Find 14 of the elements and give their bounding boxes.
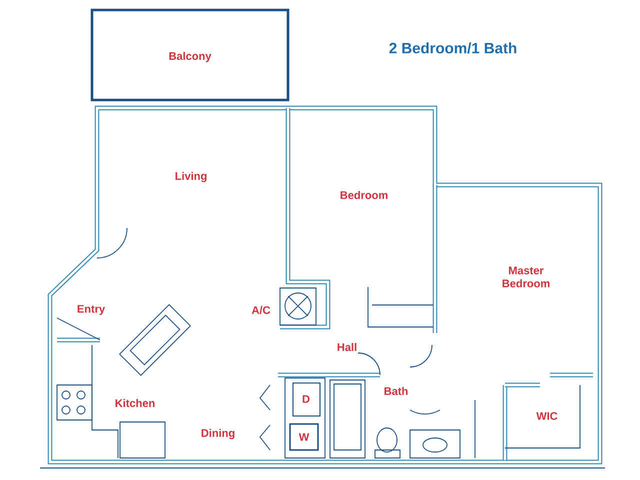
room-label: WIC — [536, 412, 558, 420]
dryer-box: D — [292, 382, 320, 416]
balcony-box: Balcony — [90, 8, 290, 102]
title: 2 Bedroom/1 Bath — [389, 42, 516, 54]
room-label: A/C — [252, 306, 270, 314]
room-label: Entry — [78, 305, 105, 315]
room-label: Bedroom — [340, 190, 388, 200]
room-label: Kitchen — [116, 398, 154, 408]
room-label: Hall — [338, 342, 356, 352]
room-label: Master Bedroom — [502, 266, 550, 288]
room-label: Bath — [384, 386, 408, 396]
room-label: Living — [176, 172, 206, 182]
room-label: Dining — [202, 428, 234, 440]
washer-box: W — [289, 423, 319, 451]
